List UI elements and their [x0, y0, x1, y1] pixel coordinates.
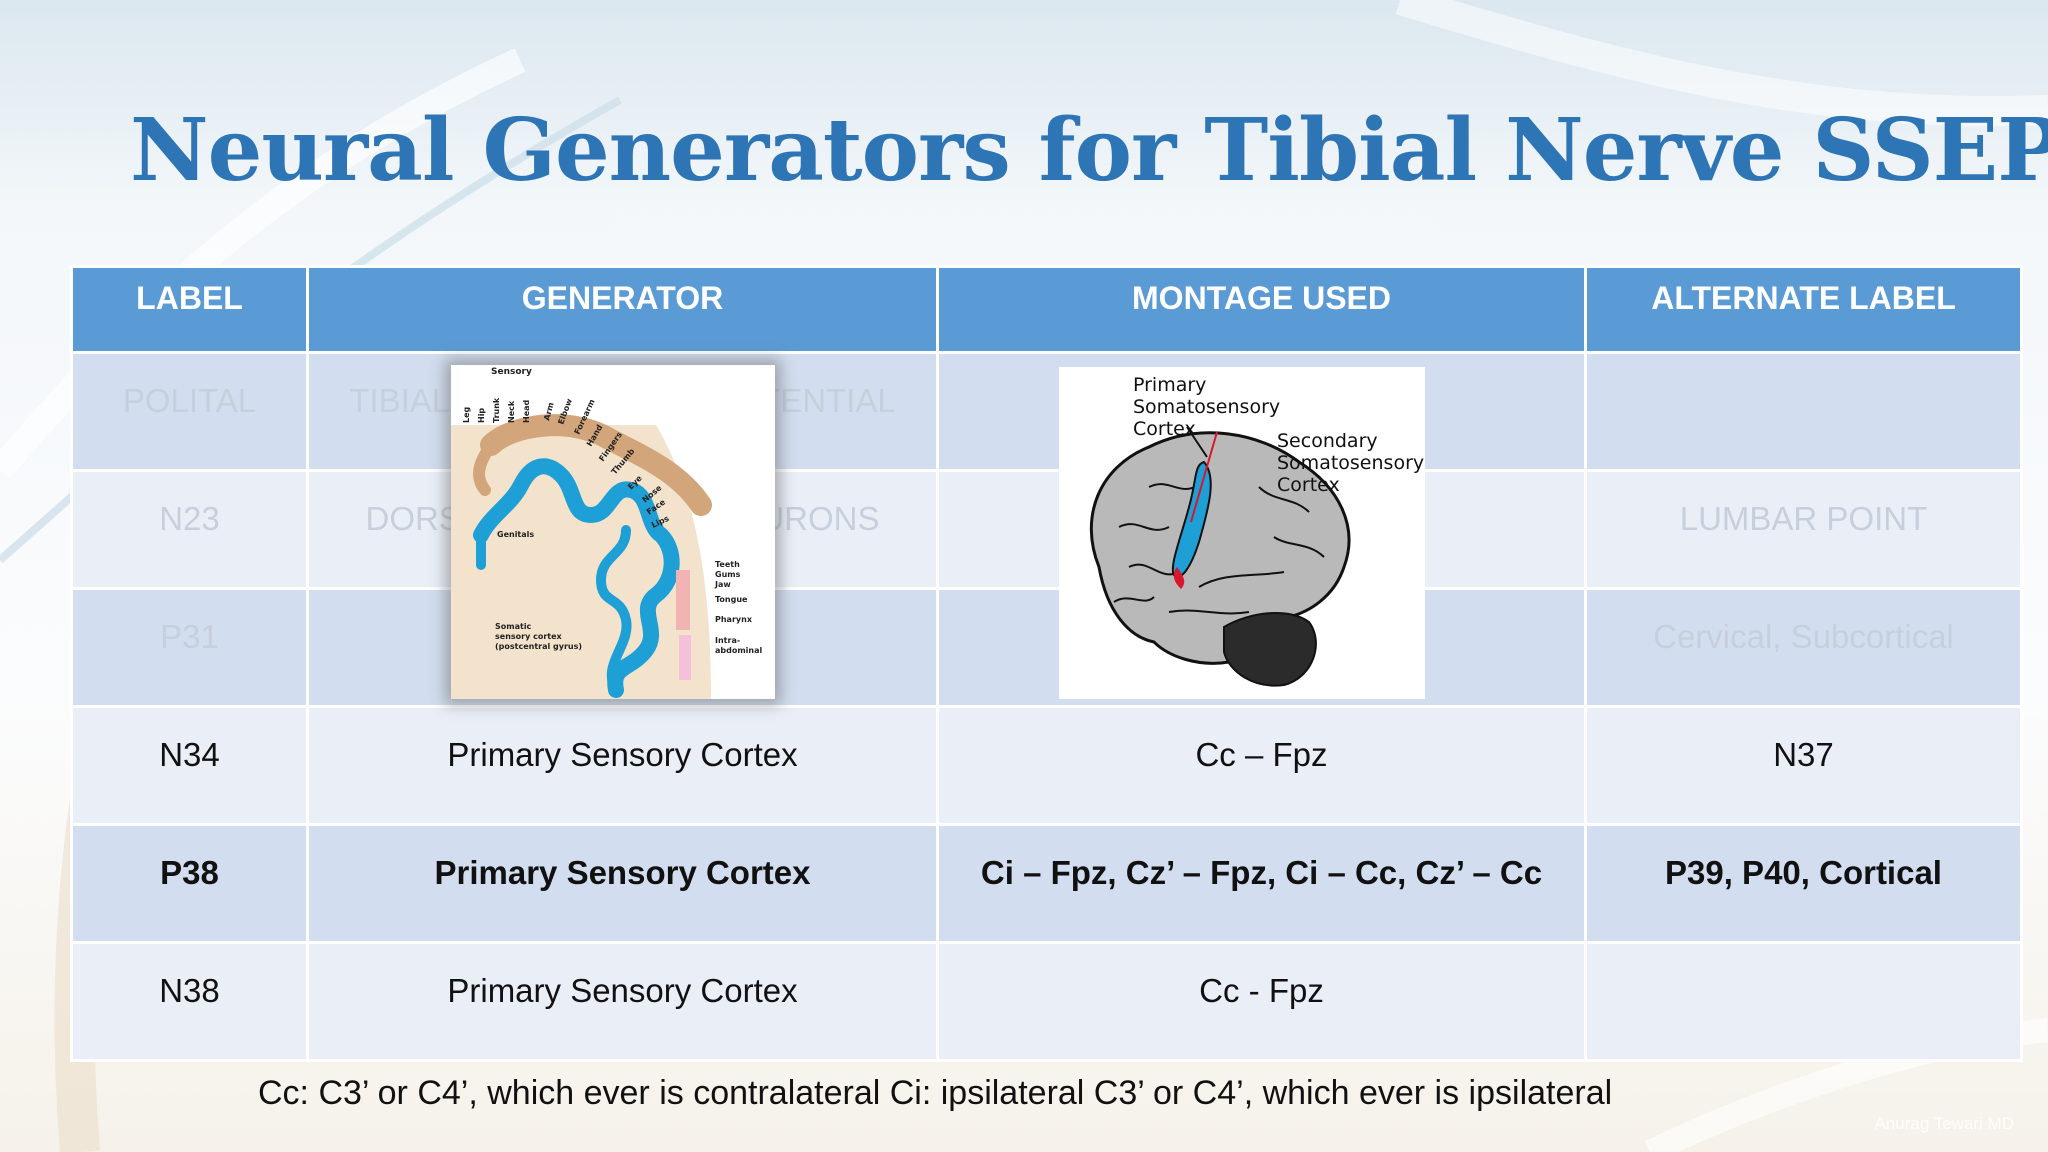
header-label: LABEL [70, 265, 309, 354]
table-header-row: LABEL GENERATOR MONTAGE USED ALTERNATE L… [70, 265, 2023, 354]
cell-alternate: Cervical, Subcortical [1584, 587, 2023, 708]
cell-label: N34 [70, 705, 309, 826]
secondary-cortex-label: Secondary [1277, 430, 1378, 452]
cell-generator: Primary Sensory Cortex [306, 823, 939, 944]
homunculus-cortex-label: sensory cortex [495, 632, 563, 641]
sensory-homunculus-image: Sensory Leg Hip Trunk Neck Head Arm Elbo… [451, 365, 775, 699]
cell-label: N38 [70, 941, 309, 1062]
header-alternate-label: ALTERNATE LABEL [1584, 265, 2023, 354]
homunculus-part-label: Jaw [714, 580, 731, 589]
cell-montage: Cc - Fpz [936, 941, 1587, 1062]
homunculus-cortex-label: Somatic [495, 622, 532, 631]
cell-alternate: LUMBAR POINT [1584, 469, 2023, 590]
cell-montage: Cc – Fpz [936, 705, 1587, 826]
homunculus-part-label: Pharynx [715, 615, 753, 624]
header-montage: MONTAGE USED [936, 265, 1587, 354]
brain-drawing: Primary Somatosensory Cortex Secondary S… [1059, 367, 1425, 699]
table-row: POLITAL TIBIAL NERVE ACTION POTENTIAL [70, 351, 2023, 472]
primary-cortex-label: Primary [1133, 374, 1206, 396]
table-row: P38 Primary Sensory Cortex Ci – Fpz, Cz’… [70, 823, 2023, 944]
cell-alternate [1584, 941, 2023, 1062]
homunculus-part-label: Leg [462, 406, 471, 423]
homunculus-part-label: Tongue [715, 595, 748, 604]
table-row: N38 Primary Sensory Cortex Cc - Fpz [70, 941, 2023, 1062]
table-row: P31 Cervical, Subcortical [70, 587, 2023, 708]
homunculus-part-label: Teeth [715, 560, 740, 569]
homunculus-part-label: Head [522, 399, 531, 423]
montage-footnote: Cc: C3’ or C4’, which ever is contralate… [258, 1074, 1613, 1112]
cell-label: P38 [70, 823, 309, 944]
cell-label: POLITAL [70, 351, 309, 472]
homunculus-part-label: Intra- [715, 636, 740, 645]
cell-generator: Primary Sensory Cortex [306, 941, 939, 1062]
homunculus-part-label: Gums [715, 570, 741, 579]
cell-alternate: P39, P40, Cortical [1584, 823, 2023, 944]
homunculus-part-label: Hip [477, 408, 486, 423]
cell-alternate [1584, 351, 2023, 472]
cell-generator: Primary Sensory Cortex [306, 705, 939, 826]
homunculus-part-label: Trunk [492, 397, 501, 423]
homunculus-cortex-label: (postcentral gyrus) [495, 642, 582, 651]
cell-label: N23 [70, 469, 309, 590]
homunculus-part-label: abdominal [715, 646, 763, 655]
homunculus-part-label: Neck [507, 400, 516, 423]
primary-cortex-label: Cortex [1133, 418, 1196, 440]
slide-title: Neural Generators for Tibial Nerve SSEP [130, 100, 2048, 201]
table-row: N34 Primary Sensory Cortex Cc – Fpz N37 [70, 705, 2023, 826]
somatosensory-brain-image: Primary Somatosensory Cortex Secondary S… [1059, 367, 1425, 699]
header-generator: GENERATOR [306, 265, 939, 354]
generators-table: LABEL GENERATOR MONTAGE USED ALTERNATE L… [70, 265, 2023, 1062]
cell-alternate: N37 [1584, 705, 2023, 826]
author-watermark: Anurag Tewari MD [1874, 1114, 2014, 1133]
cell-montage: Ci – Fpz, Cz’ – Fpz, Ci – Cc, Cz’ – Cc [936, 823, 1587, 944]
homunculus-drawing: Sensory Leg Hip Trunk Neck Head Arm Elbo… [451, 365, 775, 699]
table-row: N23 DORSAL HORN INTERNEURONS LUMBAR POIN… [70, 469, 2023, 590]
secondary-cortex-label: Somatosensory [1277, 452, 1424, 474]
primary-cortex-label: Somatosensory [1133, 396, 1280, 418]
homunculus-genitals-label: Genitals [497, 530, 534, 539]
secondary-cortex-label: Cortex [1277, 474, 1340, 496]
cell-label: P31 [70, 587, 309, 708]
homunculus-header: Sensory [491, 367, 532, 377]
